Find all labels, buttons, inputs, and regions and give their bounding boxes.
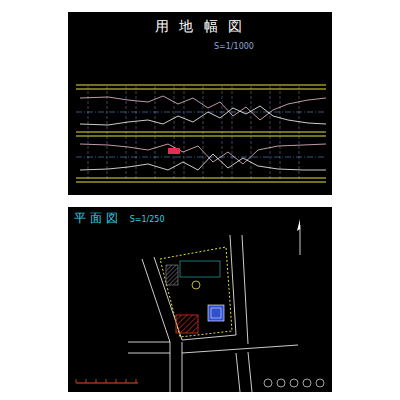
scale-note: S=1/1000 <box>214 42 332 51</box>
cad-drawing <box>68 12 332 195</box>
cad-drawing <box>68 207 332 392</box>
scale-note: S=1/250 <box>130 215 165 224</box>
cad-panel: 平 面 図 S=1/250 <box>68 207 332 392</box>
drawing-title: 用 地 幅 図 <box>68 18 332 36</box>
cad-panel: 用 地 幅 図 S=1/1000 <box>68 12 332 195</box>
drawing-title: 平 面 図 <box>74 210 118 227</box>
